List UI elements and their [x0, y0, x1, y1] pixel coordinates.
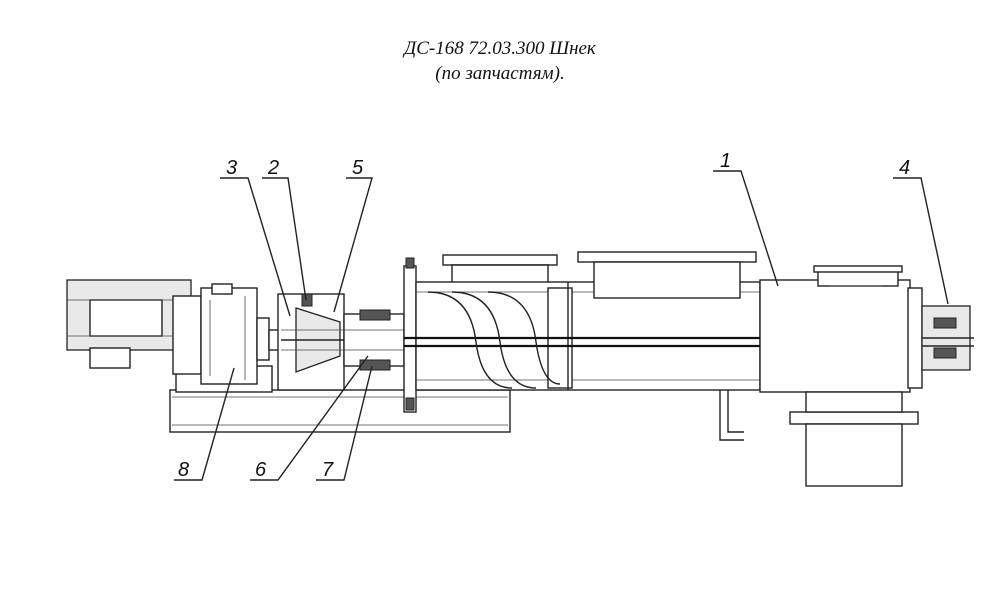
tail-bearing	[907, 287, 974, 389]
callout-3: 3	[226, 157, 237, 179]
bearing-assembly	[343, 309, 405, 371]
callout-5: 5	[352, 157, 364, 179]
callout-7: 7	[322, 459, 334, 481]
drawing-title: ДС-168 72.03.300 Шнек	[404, 38, 596, 59]
callout-6: 6	[255, 459, 267, 481]
callout-2: 2	[267, 157, 279, 179]
leader-lines	[174, 170, 949, 481]
drawing-subtitle: (по запчастям).	[435, 63, 565, 84]
conveyor-trough	[415, 251, 761, 391]
callout-8: 8	[178, 459, 189, 481]
callout-1: 1	[720, 150, 731, 172]
drain-chute	[719, 390, 744, 441]
head-flange	[403, 257, 417, 413]
electric-motor	[66, 279, 202, 375]
screw-auger	[404, 291, 827, 389]
callout-4: 4	[899, 157, 910, 179]
discharge-section	[759, 265, 919, 487]
